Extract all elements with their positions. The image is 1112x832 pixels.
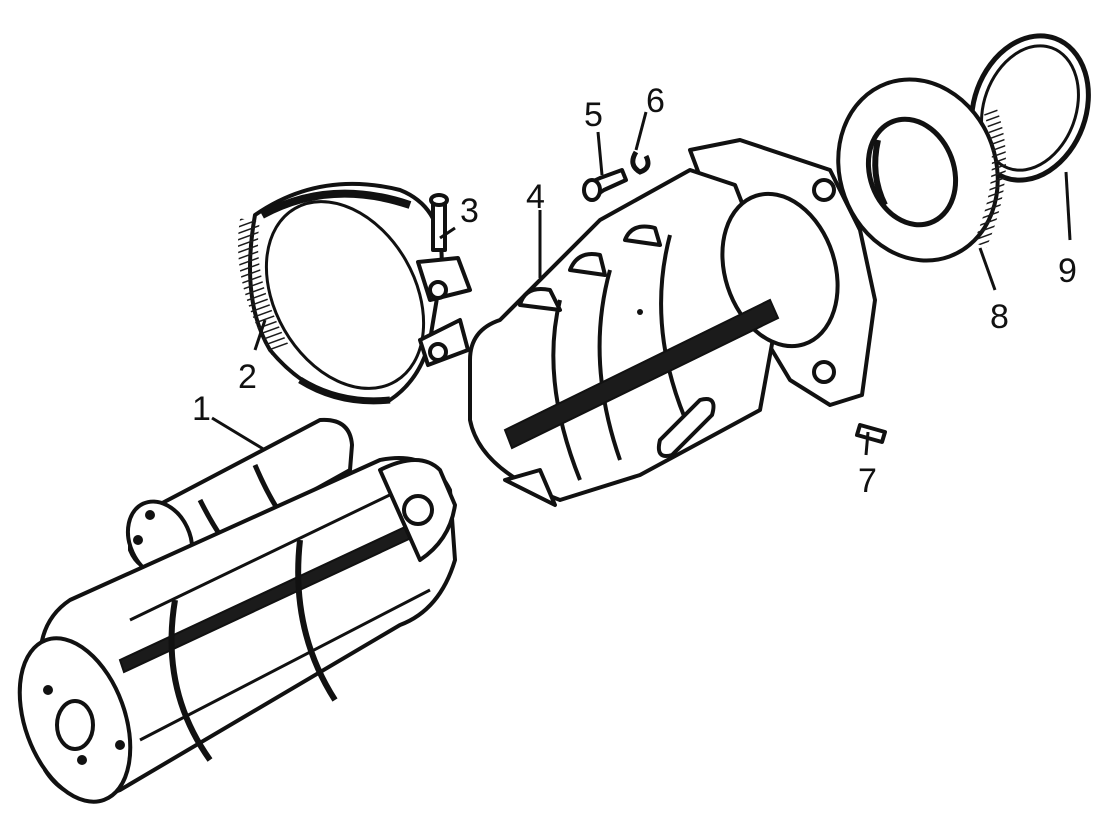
callout-8: 8 [990, 298, 1009, 336]
part-7-pin [855, 423, 887, 444]
callout-2: 2 [238, 358, 257, 396]
part-4-drive-housing [468, 138, 877, 507]
callout-3: 3 [460, 192, 479, 230]
part-1-starter-motor [17, 417, 457, 804]
part-6-lock-washer [630, 150, 651, 175]
leader-lines [211, 111, 1072, 456]
part-5-bolt [582, 168, 628, 202]
callout-5: 5 [584, 96, 603, 134]
callout-7: 7 [858, 462, 877, 500]
callout-1: 1 [192, 390, 211, 428]
part-3-clamp-bolt [416, 193, 472, 367]
part-2-clamp-band [238, 181, 444, 405]
callout-9: 9 [1058, 252, 1077, 290]
callout-4: 4 [526, 178, 545, 216]
callout-6: 6 [646, 82, 665, 120]
